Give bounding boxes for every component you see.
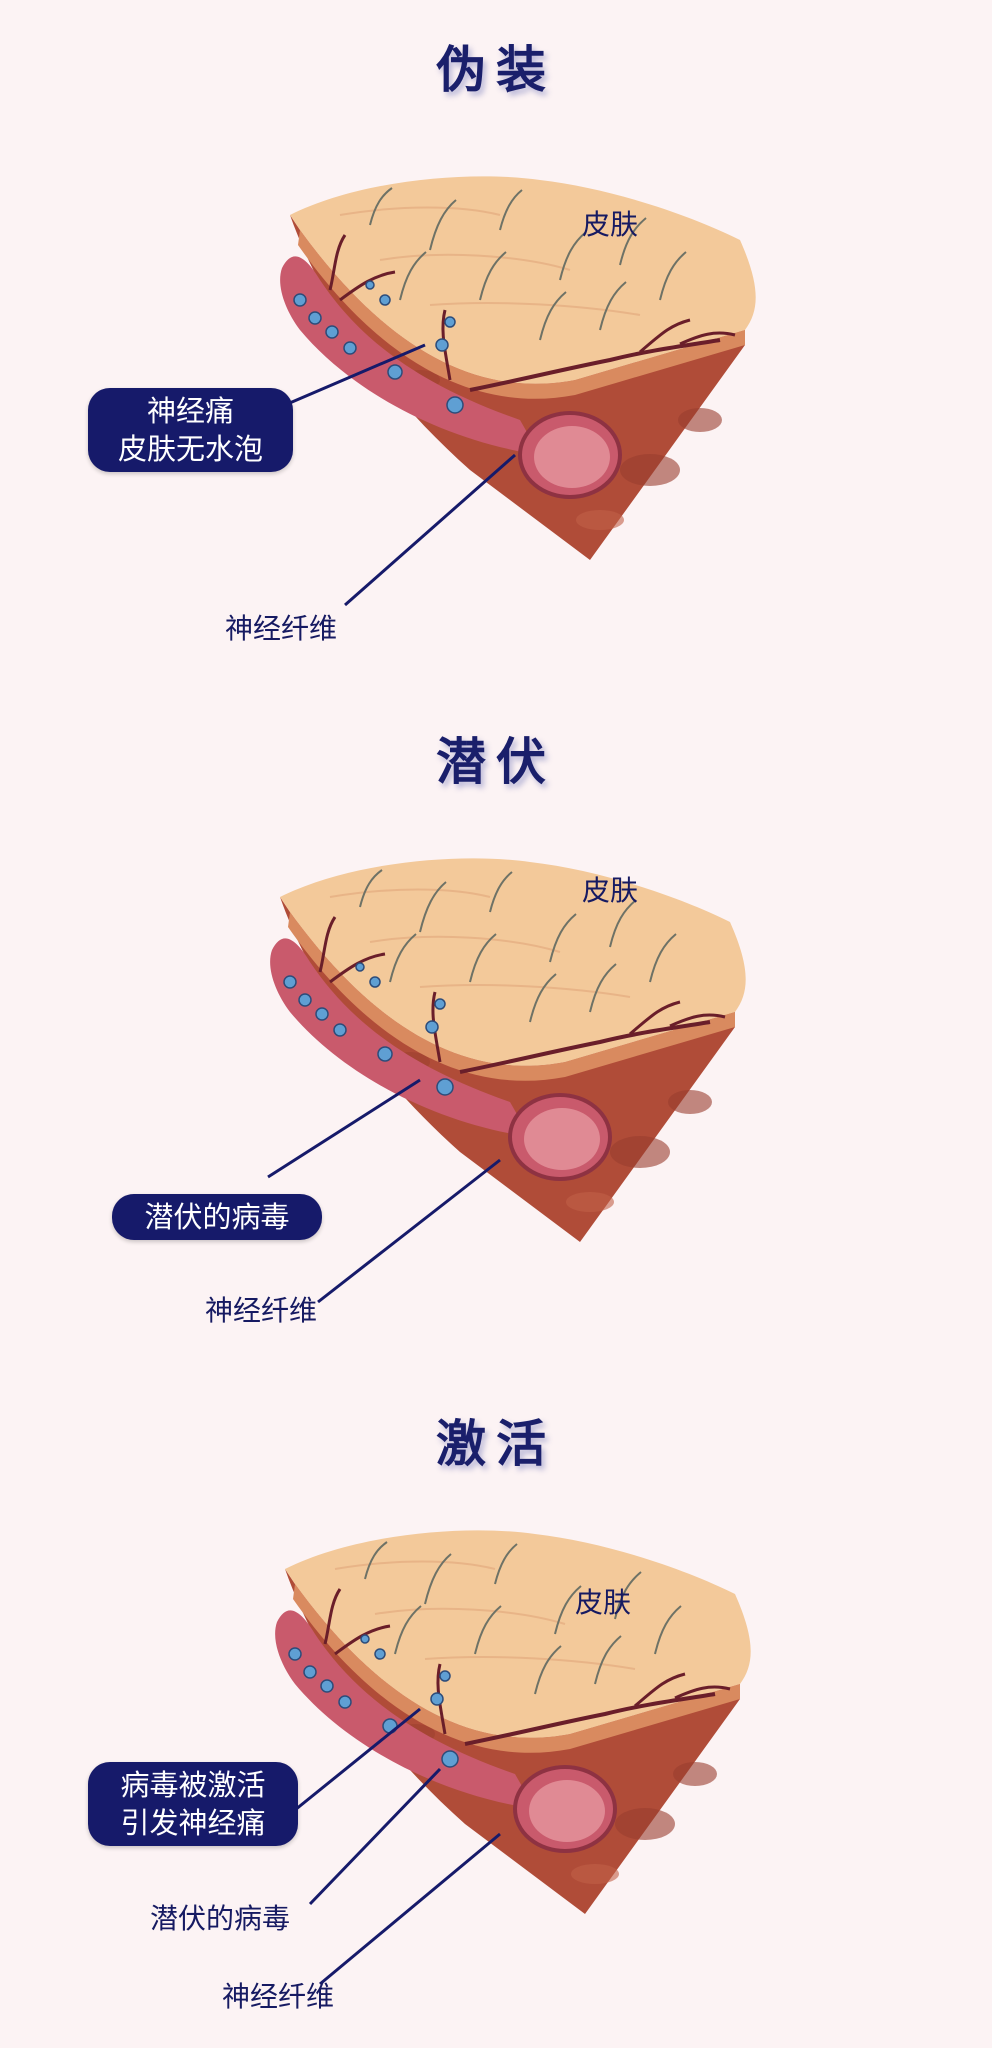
panel-latent: 潜伏	[0, 682, 992, 1364]
callout-leader-line	[267, 1078, 421, 1179]
skin-label: 皮肤	[575, 1586, 632, 1619]
nerve-leader-line	[344, 453, 516, 607]
skin-block	[275, 1530, 751, 1914]
panel-title: 潜伏	[436, 732, 556, 791]
skin-label: 皮肤	[582, 874, 639, 907]
nerve-fiber-label: 神经纤维	[222, 1980, 335, 2013]
callout-leader-line	[284, 343, 426, 407]
callout-line: 皮肤无水泡	[117, 432, 263, 466]
callout-virus-activated: 病毒被激活 引发神经痛	[88, 1762, 298, 1846]
callout-line: 病毒被激活	[120, 1768, 266, 1802]
nerve-fiber-label: 神经纤维	[225, 612, 338, 645]
virus-leader-line	[308, 1767, 442, 1906]
callout-latent-virus: 潜伏的病毒	[112, 1194, 322, 1240]
callout-neuralgia-no-blisters: 神经痛 皮肤无水泡	[88, 388, 293, 472]
nerve-leader-line	[317, 1158, 501, 1304]
panel-camouflage: 伪装	[0, 0, 992, 682]
callout-line: 潜伏的病毒	[144, 1200, 290, 1234]
nerve-leader-line	[319, 1832, 501, 1986]
skin-cross-section-illustration	[267, 858, 746, 1304]
nerve-fiber-label: 神经纤维	[205, 1294, 318, 1327]
skin-label: 皮肤	[582, 208, 639, 241]
skin-cross-section-illustration	[280, 176, 756, 607]
skin-block	[270, 858, 746, 1242]
callout-line: 神经痛	[146, 394, 234, 428]
panel-title: 激活	[436, 1414, 556, 1473]
panel-activated: 激活	[0, 1364, 992, 2046]
skin-block	[280, 176, 756, 560]
callout-leader-line	[289, 1707, 421, 1816]
latent-virus-label: 潜伏的病毒	[150, 1902, 291, 1935]
panel-title: 伪装	[436, 40, 556, 99]
callout-line: 引发神经痛	[120, 1806, 266, 1840]
skin-cross-section-illustration	[275, 1530, 751, 1986]
